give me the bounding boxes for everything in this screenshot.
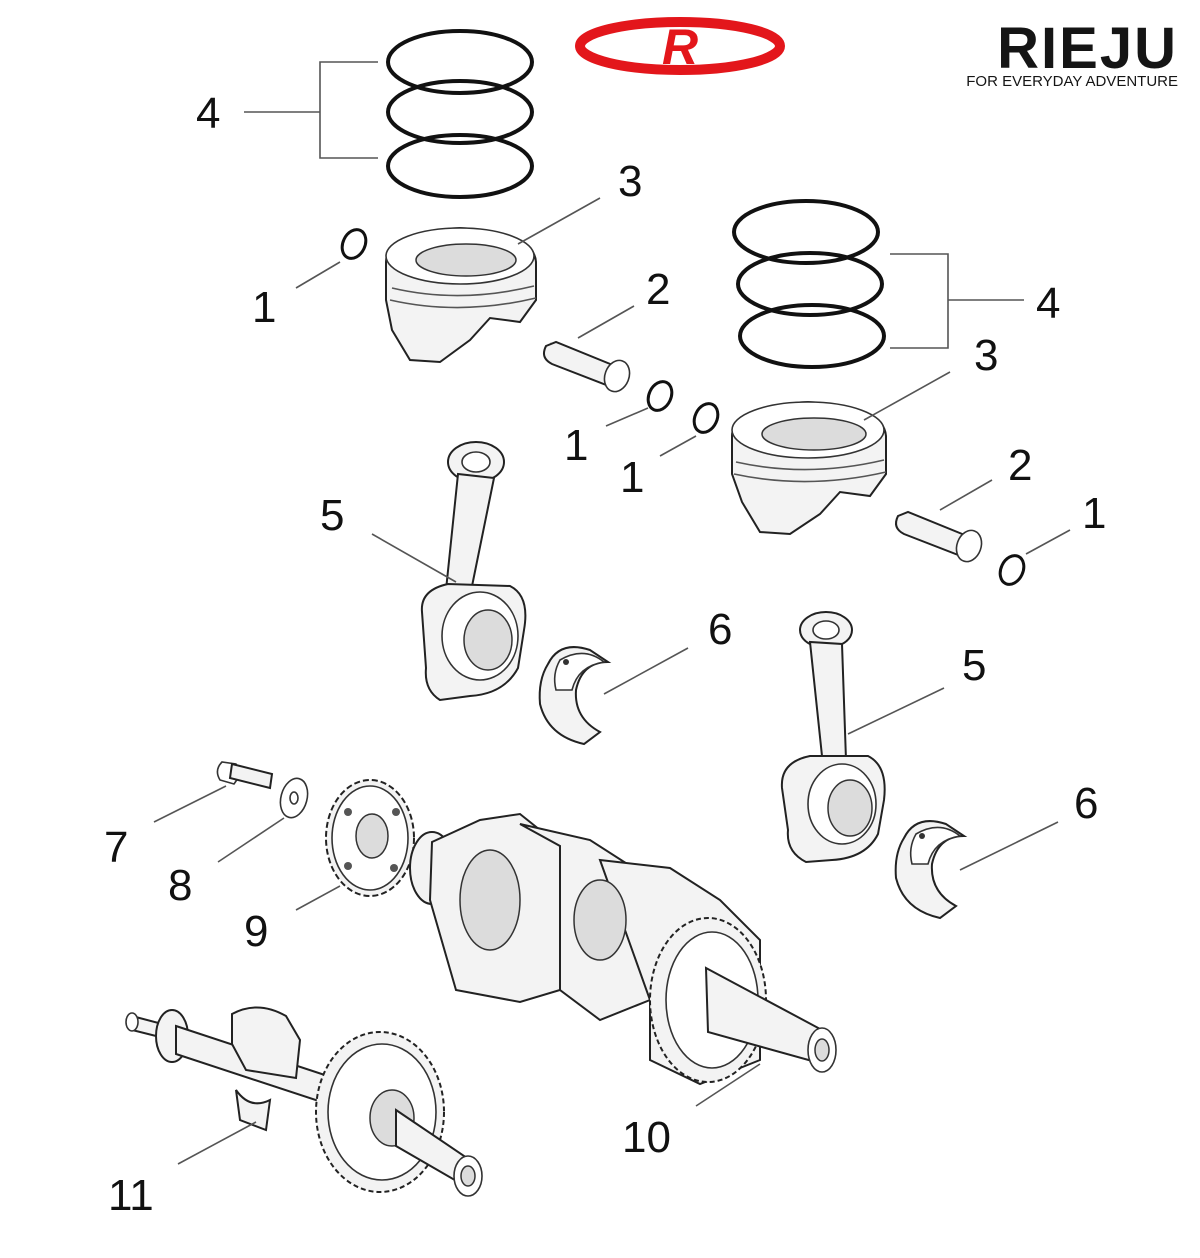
piston-pin-right — [895, 510, 983, 563]
callout-8: 8 — [168, 861, 192, 910]
piston-ring — [736, 251, 884, 317]
leader-2-right — [939, 479, 993, 511]
leader-6-left — [603, 647, 689, 695]
leader-5-left — [371, 533, 457, 583]
brand-logo: R RIEJU FOR EVERYDAY ADVENTURE — [575, 16, 1178, 90]
bracket-4-right — [890, 253, 949, 349]
leader-1c — [659, 435, 697, 457]
callout-1-mid: 1 — [564, 421, 588, 470]
leader-3-right — [863, 371, 951, 421]
bearing-shell-right — [894, 820, 968, 920]
piston-left — [385, 226, 537, 364]
piston-pin-left — [543, 340, 631, 393]
leader-7 — [153, 785, 227, 823]
piston-ring — [386, 29, 534, 95]
callout-4-right: 4 — [1036, 279, 1060, 328]
callout-1-left: 1 — [252, 283, 276, 332]
callout-10: 10 — [622, 1113, 671, 1162]
callout-4-left: 4 — [196, 89, 220, 138]
bolt — [216, 761, 274, 790]
piston-ring — [386, 79, 534, 145]
balance-shaft — [125, 1006, 483, 1197]
logo-emblem-letter: R — [662, 19, 698, 75]
callout-3-left: 3 — [618, 157, 642, 206]
logo-wordmark: RIEJU — [997, 16, 1178, 81]
crankshaft — [409, 812, 837, 1086]
leader-2-left — [577, 305, 635, 339]
leader-1b — [605, 407, 649, 427]
callout-5-left: 5 — [320, 491, 344, 540]
piston-right — [731, 400, 887, 536]
leader-8 — [217, 817, 285, 863]
bearing-shell-left — [538, 646, 612, 746]
leader-5-right — [847, 687, 945, 735]
piston-ring-set-right — [732, 199, 1024, 369]
leader-1a — [295, 261, 341, 289]
circlip — [340, 228, 368, 260]
callout-labels: 4 3 1 2 4 3 1 1 2 1 5 6 5 6 7 8 9 10 11 — [104, 89, 1106, 1220]
piston-ring — [732, 199, 880, 265]
circlip — [646, 380, 674, 412]
callout-9: 9 — [244, 907, 268, 956]
leader-3-left — [517, 197, 601, 245]
leader-11 — [177, 1121, 257, 1165]
leader-10 — [695, 1063, 761, 1107]
callout-1-mid-right: 1 — [620, 453, 644, 502]
piston-ring-set-left — [244, 29, 534, 199]
callout-11: 11 — [108, 1171, 154, 1220]
piston-ring — [386, 133, 534, 199]
bracket-4-left — [319, 61, 378, 159]
washer — [279, 777, 309, 819]
leader-6-right — [959, 821, 1059, 871]
callout-5-right: 5 — [962, 641, 986, 690]
logo-tagline: FOR EVERYDAY ADVENTURE — [966, 73, 1178, 90]
callout-1-right: 1 — [1082, 489, 1106, 538]
callout-2-left: 2 — [646, 265, 670, 314]
callout-3-right: 3 — [974, 331, 998, 380]
connecting-rod-left — [420, 441, 527, 702]
callout-6-right: 6 — [1074, 779, 1098, 828]
circlip — [692, 402, 720, 434]
callout-7: 7 — [104, 823, 128, 872]
circlip — [998, 554, 1026, 586]
leader-9 — [295, 885, 341, 911]
timing-sprocket — [325, 779, 415, 897]
callout-6-left: 6 — [708, 605, 732, 654]
piston-ring — [738, 303, 886, 369]
logo-emblem-icon — [575, 17, 785, 75]
callout-2-right: 2 — [1008, 441, 1032, 490]
connecting-rod-right — [780, 611, 886, 864]
leader-1d — [1025, 529, 1071, 555]
